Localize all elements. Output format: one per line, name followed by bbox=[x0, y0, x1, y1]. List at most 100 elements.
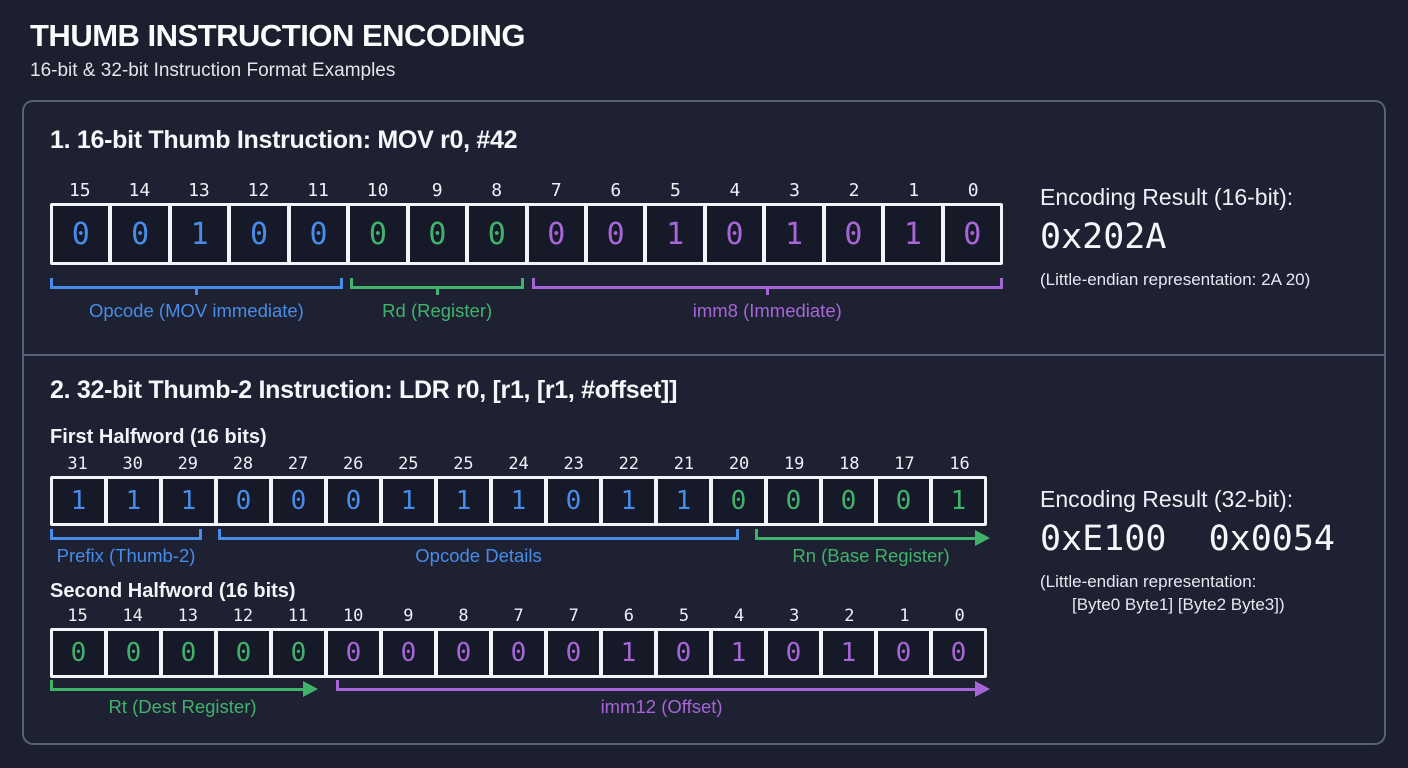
bit-number: 24 bbox=[508, 454, 529, 474]
bit-cell: 0 bbox=[163, 631, 214, 675]
bit-number: 13 bbox=[188, 180, 210, 201]
bit-cell: 0 bbox=[469, 206, 525, 262]
bit-number: 3 bbox=[789, 180, 800, 201]
page-subtitle: 16-bit & 32-bit Instruction Format Examp… bbox=[30, 60, 396, 81]
bit-number: 15 bbox=[68, 180, 91, 201]
bit-cell: 0 bbox=[933, 631, 984, 675]
field-label: imm8 (Immediate) bbox=[692, 300, 842, 321]
field-row-halfword2: Rt (Dest Register) imm12 (Offset) bbox=[50, 680, 990, 718]
field-label: Rd (Register) bbox=[382, 300, 493, 321]
bit-number: 6 bbox=[610, 180, 622, 201]
arrow-shape bbox=[755, 529, 990, 546]
result-note-line1: (Little-endian representation: bbox=[1040, 572, 1257, 591]
bit-number: 3 bbox=[789, 606, 800, 626]
bit-cell: 0 bbox=[548, 479, 599, 523]
bit-cell: 1 bbox=[823, 631, 874, 675]
field-arrow: Rt (Dest Register) bbox=[50, 680, 319, 718]
bit-number: 19 bbox=[783, 454, 805, 474]
bit-number: 1 bbox=[908, 180, 920, 201]
bit-cell: 0 bbox=[768, 631, 819, 675]
bit-cell: 1 bbox=[885, 206, 941, 262]
section-divider bbox=[24, 354, 1384, 356]
bit-number: 15 bbox=[67, 606, 88, 626]
bit-number: 2 bbox=[848, 180, 860, 201]
field-label: Opcode (MOV immediate) bbox=[88, 300, 304, 321]
result-note-line2: [Byte0 Byte1] [Byte2 Byte3]) bbox=[1072, 594, 1285, 614]
arrowhead-icon bbox=[974, 530, 990, 546]
bit-number: 1 bbox=[899, 606, 910, 626]
bit-cell: 0 bbox=[383, 631, 434, 675]
bracket-shape bbox=[50, 529, 203, 540]
arrow-shape bbox=[336, 680, 990, 697]
bit-cell: 0 bbox=[713, 479, 764, 523]
arrowhead-icon bbox=[975, 681, 990, 697]
bit-cell: 0 bbox=[218, 479, 269, 523]
result-title: Encoding Result (16-bit): bbox=[1040, 184, 1294, 210]
brace-stem bbox=[435, 286, 439, 295]
field-brace: imm8 (Immediate) bbox=[531, 278, 1003, 322]
bit-number: 17 bbox=[894, 454, 915, 474]
bit-number: 0 bbox=[954, 606, 965, 626]
field-arrow: Rn (Base Register) bbox=[755, 529, 990, 567]
bit-cell: 1 bbox=[383, 479, 434, 523]
bit-cell: 1 bbox=[603, 479, 654, 523]
bit-cell: 1 bbox=[163, 479, 214, 523]
bit-number: 6 bbox=[623, 606, 634, 626]
field-label: Rn (Base Register) bbox=[792, 545, 950, 566]
result-title: Encoding Result (32-bit): bbox=[1040, 486, 1294, 512]
bit-cell: 1 bbox=[713, 631, 764, 675]
result-value: 0xE100 0x0054 bbox=[1040, 519, 1336, 559]
field-row-16bit: Opcode (MOV immediate) Rd (Register) imm8 … bbox=[50, 278, 1003, 322]
bit-cell: 1 bbox=[438, 479, 489, 523]
brace-stem bbox=[194, 286, 198, 295]
result-note: (Little-endian representation: 2A 20) bbox=[1040, 270, 1311, 289]
bit-cell: 0 bbox=[350, 206, 406, 262]
bit-cell: 0 bbox=[328, 631, 379, 675]
bit-number: 10 bbox=[366, 180, 389, 201]
bit-number: 9 bbox=[403, 606, 414, 626]
bit-number: 16 bbox=[949, 454, 970, 474]
bit-number: 7 bbox=[513, 606, 524, 626]
bit-cell: 1 bbox=[53, 479, 104, 523]
bit-cell: 0 bbox=[53, 631, 104, 675]
bit-number: 5 bbox=[669, 180, 681, 201]
bit-number: 0 bbox=[967, 180, 979, 201]
brace-stem bbox=[765, 286, 769, 295]
arrow-shape bbox=[50, 680, 319, 697]
bit-number: 9 bbox=[431, 180, 443, 201]
encoding-result-16bit: Encoding Result (16-bit): 0x202A (Little… bbox=[1040, 184, 1396, 292]
bit-number: 25 bbox=[398, 454, 419, 474]
main-panel: 1. 16-bit Thumb Instruction: MOV r0, #42… bbox=[22, 100, 1386, 745]
bit-cell: 0 bbox=[112, 206, 168, 262]
bit-number: 7 bbox=[550, 180, 562, 201]
result-value: 0x202A bbox=[1040, 217, 1167, 257]
bit-number: 8 bbox=[491, 180, 503, 201]
bit-number: 20 bbox=[728, 454, 750, 474]
page-title: THUMB INSTRUCTION ENCODING bbox=[30, 18, 526, 53]
field-label: imm12 (Offset) bbox=[600, 696, 723, 717]
bit-number: 23 bbox=[563, 454, 584, 474]
bit-cell: 1 bbox=[171, 206, 228, 262]
bracket-shape bbox=[217, 529, 740, 540]
bit-cell: 0 bbox=[108, 631, 159, 675]
bit-cell: 0 bbox=[768, 479, 819, 523]
brace-shape bbox=[350, 278, 524, 295]
bit-cell: 0 bbox=[328, 479, 379, 523]
bit-cell: 0 bbox=[587, 206, 644, 262]
bit-number: 11 bbox=[287, 606, 309, 626]
bit-number: 5 bbox=[678, 606, 690, 626]
bit-cell: 0 bbox=[878, 479, 929, 523]
bit-cell: 0 bbox=[658, 631, 709, 675]
bit-cell: 1 bbox=[658, 479, 709, 523]
bit-number: 4 bbox=[729, 180, 741, 201]
halfword1-label: First Halfword (16 bits) bbox=[50, 426, 267, 448]
bit-cell: 1 bbox=[933, 479, 984, 523]
